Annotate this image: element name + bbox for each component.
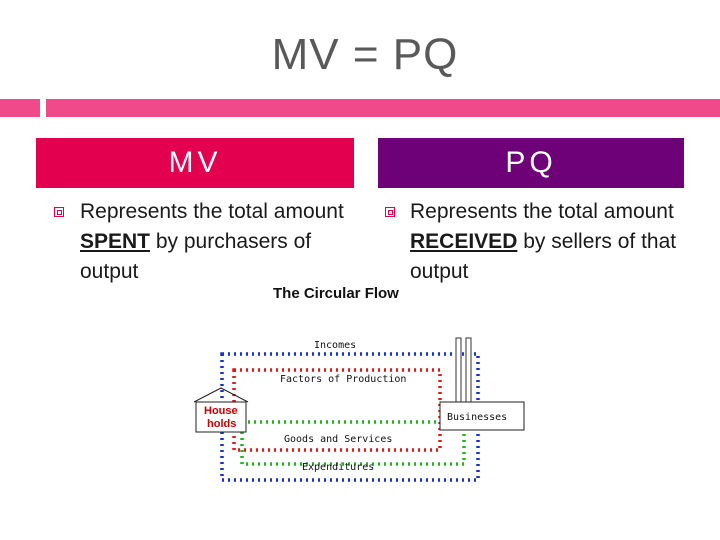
mv-text-pre: Represents the total amount	[80, 200, 344, 223]
pq-description: Represents the total amount RECEIVED by …	[410, 197, 710, 287]
incomes-label: Incomes	[314, 340, 356, 351]
factors-label: Factors of Production	[280, 374, 406, 385]
mv-text-emph: SPENT	[80, 230, 151, 253]
circular-flow-diagram: House holds Businesses Incomes Factors o…	[193, 337, 525, 482]
households-label-1: House	[204, 405, 238, 417]
mv-description: Represents the total amount SPENT by pur…	[80, 197, 350, 287]
pq-text-post: by sellers of that output	[410, 230, 677, 283]
bullet-icon	[54, 207, 64, 217]
businesses-label: Businesses	[447, 412, 507, 423]
households-label-2: holds	[207, 418, 236, 430]
slide-title: MV = PQ	[271, 30, 459, 79]
chimney	[465, 337, 472, 403]
chimney	[455, 337, 462, 403]
mv-text-post: by purchasers of output	[80, 230, 312, 283]
accent-bar-right	[46, 99, 720, 117]
expenditures-label: Expenditures	[302, 462, 374, 473]
households-box	[195, 401, 247, 433]
households-roof	[193, 387, 249, 403]
goods-label: Goods and Services	[284, 434, 392, 445]
pq-text-pre: Represents the total amount	[410, 200, 674, 223]
bullet-icon	[385, 207, 395, 217]
pq-text-emph: RECEIVED	[410, 230, 518, 253]
pq-header: PQ	[378, 138, 684, 188]
accent-bar-left	[0, 99, 40, 117]
circular-flow-title: The Circular Flow	[273, 285, 399, 302]
mv-header: MV	[36, 138, 354, 188]
businesses-box	[439, 401, 525, 431]
